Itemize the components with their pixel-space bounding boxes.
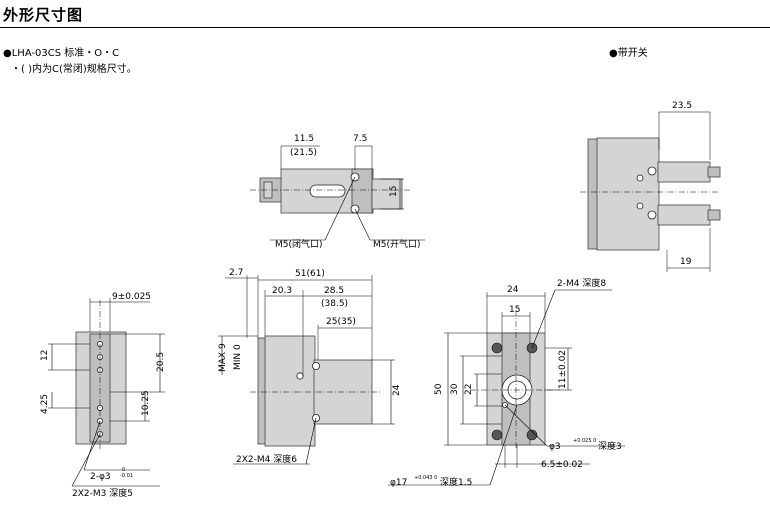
bottom-dim-11: 11±0.02 <box>558 350 568 389</box>
port-closed-label: M5(闭气口) <box>275 238 323 250</box>
page-title: 外形尺寸图 <box>3 6 84 24</box>
switch-view-screw-top <box>647 166 657 176</box>
front-dim-38-5: (38.5) <box>321 299 348 309</box>
bottom-pin-depth: 深度3 <box>598 440 622 452</box>
bottom-bore-depth: 深度1.5 <box>440 476 472 488</box>
front-dim-max: MAX 9 <box>218 343 228 372</box>
model-note: ●LHA-03CS 标准・O・C <box>3 48 120 59</box>
switch-view-plate <box>587 138 599 250</box>
switch-view-upper-switch <box>657 161 711 183</box>
front-dim-25: 25(35) <box>326 317 356 327</box>
bottom-view: 24 15 2-M4 深度8 50 30 22 11±0.02 φ3 +0.02… <box>388 277 625 488</box>
front-dim-min: MIN 0 <box>233 344 243 370</box>
front-dim-28-5: 28.5 <box>324 286 344 296</box>
front-dim-2-7: 2.7 <box>229 268 243 278</box>
bottom-bore-tol: +0.043 0 <box>414 475 437 481</box>
top-dim-11-5: 11.5 <box>294 134 314 144</box>
top-view-jaw <box>371 178 403 210</box>
switch-dim-19: 19 <box>680 257 692 267</box>
with-switch-note: ●带开关 <box>609 48 648 59</box>
left-pin-tol-bottom: -0.01 <box>120 473 133 479</box>
top-view-slot <box>309 184 346 198</box>
switch-view-body <box>596 137 660 251</box>
front-dim-51: 51(61) <box>295 269 325 279</box>
switch-view-screw-bottom <box>647 210 657 220</box>
switch-view-upper-lead <box>707 166 721 178</box>
top-dim-7-5: 7.5 <box>353 134 367 144</box>
switch-dim-23-5: 23.5 <box>672 101 692 111</box>
left-view: 9±0.025 12 4.25 20.5 10.25 2-φ3 0 -0.01 … <box>40 292 166 499</box>
port-open-leader <box>354 208 371 241</box>
switch-view-lower-switch <box>657 204 711 226</box>
bottom-bore-label: φ17 <box>390 478 407 488</box>
left-pin-label: 2-φ3 <box>90 472 111 482</box>
front-thread-label: 2X2-M4 深度6 <box>236 453 297 465</box>
front-dim-20-3: 20.3 <box>272 286 292 296</box>
left-pin-tol-top: 0 <box>122 467 125 473</box>
front-dim-24: 24 <box>392 384 402 396</box>
top-dim-15: 15 <box>389 186 399 197</box>
left-dim-4-25: 4.25 <box>40 394 50 414</box>
bottom-pin-tol: +0.025 0 <box>573 438 596 444</box>
bracket-note: ・( )内为C(常闭)规格尺寸。 <box>11 64 137 75</box>
bottom-thread-top: 2-M4 深度8 <box>557 277 606 289</box>
page-header: 外形尺寸图 <box>0 0 770 30</box>
switch-view-hole-b <box>636 202 644 210</box>
switch-view-hole-a <box>636 174 644 182</box>
left-dim-10-25: 10.25 <box>141 390 151 416</box>
bottom-dim-22: 22 <box>464 384 474 395</box>
port-open-label: M5(开气口) <box>373 238 421 250</box>
bottom-dim-50: 50 <box>434 383 444 395</box>
bottom-dim-30: 30 <box>450 383 460 395</box>
front-view: 2.7 51(61) 20.3 28.5 (38.5) 25(35) MAX 9… <box>218 268 402 465</box>
switch-view-lower-lead <box>707 209 721 221</box>
switch-view: 23.5 19 <box>580 101 721 272</box>
left-thread-label: 2X2-M3 深度5 <box>72 487 133 499</box>
bottom-dim-15: 15 <box>509 305 520 315</box>
top-view: 11.5 (21.5) 7.5 15 M5(闭气口) M5(开气口) <box>250 134 425 250</box>
left-dim-12: 12 <box>40 350 50 361</box>
bottom-pin-label: φ3 <box>549 442 561 452</box>
port-closed-leader <box>324 176 356 241</box>
left-dim-20-5: 20.5 <box>156 352 166 372</box>
left-dim-9: 9±0.025 <box>112 292 151 302</box>
bottom-dim-6-5: 6.5±0.02 <box>541 460 583 470</box>
front-view-body <box>264 335 316 447</box>
top-dim-21-5: (21.5) <box>290 148 317 158</box>
bottom-dim-24: 24 <box>507 285 519 295</box>
header-rule <box>0 27 770 28</box>
